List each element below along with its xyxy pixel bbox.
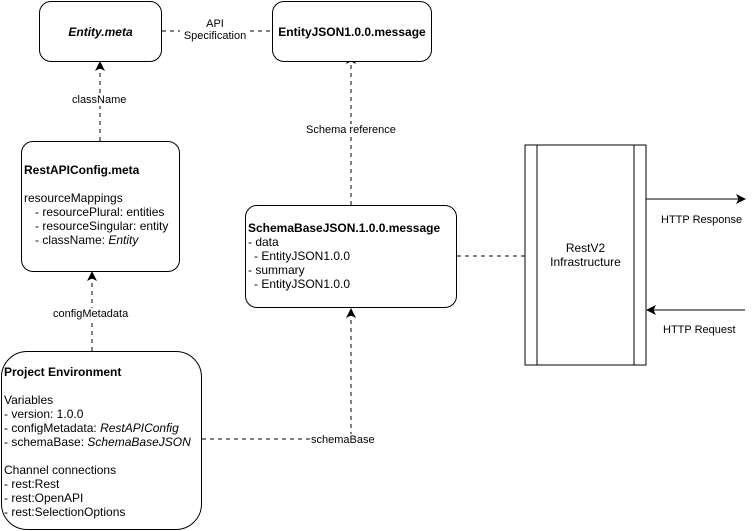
schema-summary-entity-line: - EntityJSON1.0.0 [254,277,351,291]
schema-summary-line: - summary [248,263,305,277]
schema-base-message-node: SchemaBaseJSON.1.0.0.message - data - En… [245,205,457,308]
project-environment-node: Project Environment Variables - version:… [1,351,202,530]
entity-meta-node: Entity.meta [39,1,162,62]
schema-data-entity-line: - EntityJSON1.0.0 [254,249,351,263]
config-metadata-prefix: - configMetadata: [4,421,101,435]
class-name-prefix: - className: [35,233,109,247]
entity-json-message-title: EntityJSON1.0.0.message [278,24,426,39]
project-environment-title: Project Environment [4,365,122,379]
restapi-config-node: RestAPIConfig.meta resourceMappings - re… [21,141,180,272]
schema-base-edge [202,308,356,440]
class-name-value: Entity [108,233,139,247]
api-specification-label-line1: API [206,18,224,30]
entity-meta-title: Entity.meta [68,24,133,39]
class-name-label: className [72,94,127,106]
channel-rest-line: - rest:Rest [4,477,60,491]
schema-reference-label: Schema reference [306,124,396,136]
schema-data-line: - data [248,235,279,249]
http-response-label: HTTP Response [661,214,743,226]
schema-base-value: SchemaBaseJSON [87,435,191,449]
channel-selection-options-line: - rest:SelectionOptions [4,505,126,519]
variables-header: Variables [4,393,54,407]
config-metadata-value: RestAPIConfig [100,421,179,435]
api-specification-label: API Specification [180,18,250,42]
class-name-line: - className: Entity [24,233,179,247]
version-line: - version: 1.0.0 [4,407,84,421]
resource-mappings-header: resourceMappings [24,191,123,205]
restv2-label-line2: Infrastructure [550,255,621,269]
config-metadata-line: - configMetadata: RestAPIConfig [4,421,201,435]
restv2-label: RestV2 Infrastructure [537,145,634,365]
restv2-label-line1: RestV2 [565,241,606,255]
http-request-label: HTTP Request [663,324,736,336]
config-metadata-label: configMetadata [53,308,129,320]
resource-singular-line: - resourceSingular: entity [35,219,169,233]
schema-base-prefix: - schemaBase: [4,435,88,449]
api-specification-label-line2: Specification [183,30,247,42]
channel-openapi-line: - rest:OpenAPI [4,491,84,505]
schema-base-line: - schemaBase: SchemaBaseJSON [4,435,201,449]
entity-json-message-node: EntityJSON1.0.0.message [272,1,432,62]
channel-connections-header: Channel connections [4,463,117,477]
resource-plural-line: - resourcePlural: entities [35,205,165,219]
schema-base-message-title: SchemaBaseJSON.1.0.0.message [248,221,441,235]
restv2-box [524,144,647,366]
schema-base-label: schemaBase [311,434,375,446]
restapi-config-title: RestAPIConfig.meta [24,163,140,177]
